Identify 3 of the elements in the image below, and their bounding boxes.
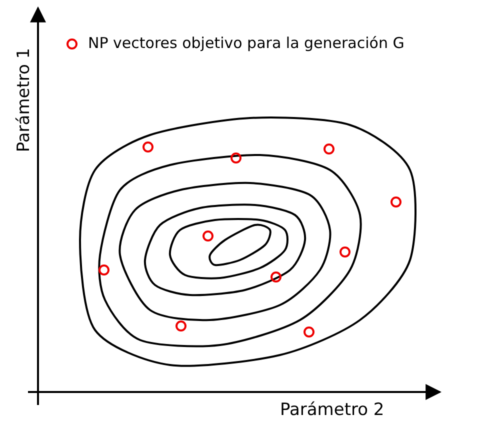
axis-label: Parámetro 1 bbox=[14, 48, 34, 152]
axis-label: Parámetro 2 bbox=[280, 400, 384, 420]
legend-text: NP vectores objetivo para la generación G bbox=[88, 34, 404, 52]
